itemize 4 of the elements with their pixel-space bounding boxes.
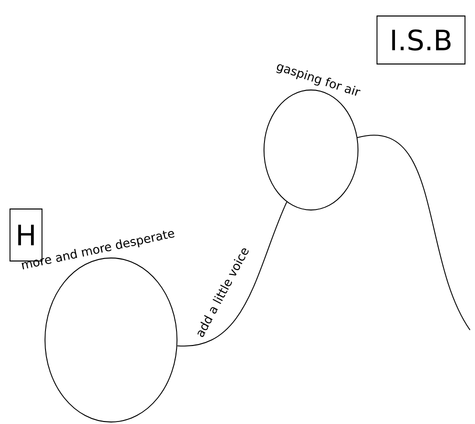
connector-line [356, 134, 470, 330]
label-box: I.S.B [376, 16, 466, 64]
connector-line [176, 202, 288, 346]
edge-label: add a little voice [198, 248, 249, 337]
